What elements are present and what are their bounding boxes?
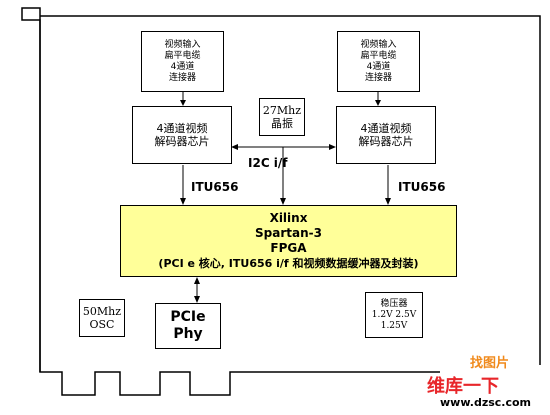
fpga-block: Xilinx Spartan-3 FPGA (PCI e 核心, ITU656 … (120, 205, 457, 277)
pcie-phy-line-1: PCIe (170, 309, 206, 325)
decoder-left-line-1: 4通道视频 (156, 122, 208, 135)
crystal-oscillator-27mhz: 27Mhz 晶振 (259, 98, 305, 136)
connector-left-line-4: 连接器 (168, 72, 196, 83)
decoder-right-line-2: 解码器芯片 (358, 135, 414, 148)
fpga-description: (PCI e 核心, ITU656 i/f 和视频数据缓冲器及封装) (158, 257, 419, 270)
crystal-line-1: 27Mhz (262, 104, 302, 117)
crystal-line-2: 晶振 (271, 117, 293, 130)
connector-right-line-2: 扁平电缆 (360, 50, 397, 61)
osc-line-2: OSC (89, 318, 115, 331)
itu656-label-left: ITU656 (191, 180, 239, 194)
connector-left-line-1: 视频输入 (164, 39, 201, 50)
decoder-left-line-2: 解码器芯片 (154, 135, 210, 148)
regulator-line-1: 稳压器 (380, 298, 408, 309)
pcie-phy-line-2: Phy (173, 326, 203, 342)
video-input-connector-right: 视频输入 扁平电缆 4通道 连接器 (337, 31, 420, 92)
decoder-right-line-1: 4通道视频 (360, 122, 412, 135)
regulator-line-2: 1.2V 2.5V (371, 309, 417, 320)
oscillator-50mhz: 50Mhz OSC (79, 299, 125, 337)
video-decoder-chip-left: 4通道视频 解码器芯片 (132, 106, 232, 164)
itu656-label-right: ITU656 (398, 180, 446, 194)
watermark-url: www.dzsc.com (440, 396, 532, 409)
video-decoder-chip-right: 4通道视频 解码器芯片 (336, 106, 436, 164)
fpga-vendor: Xilinx (269, 211, 308, 225)
connector-right-line-3: 4通道 (366, 61, 391, 72)
fpga-family: Spartan-3 (255, 226, 322, 240)
regulator-line-3: 1.25V (380, 320, 408, 331)
connector-right-line-4: 连接器 (364, 72, 392, 83)
connector-left-line-2: 扁平电缆 (164, 50, 201, 61)
pcie-phy: PCIe Phy (155, 303, 221, 349)
card-border (21, 7, 541, 396)
voltage-regulator: 稳压器 1.2V 2.5V 1.25V (365, 292, 423, 338)
i2c-label: I2C i/f (248, 156, 288, 170)
connector-left-line-3: 4通道 (170, 61, 195, 72)
watermark-top-text: 找图片 (470, 356, 510, 371)
osc-line-1: 50Mhz (82, 305, 122, 318)
connector-right-line-1: 视频输入 (360, 39, 397, 50)
watermark-brand: 维库一下 (427, 376, 499, 397)
fpga-type: FPGA (270, 241, 307, 255)
video-input-connector-left: 视频输入 扁平电缆 4通道 连接器 (141, 31, 224, 92)
